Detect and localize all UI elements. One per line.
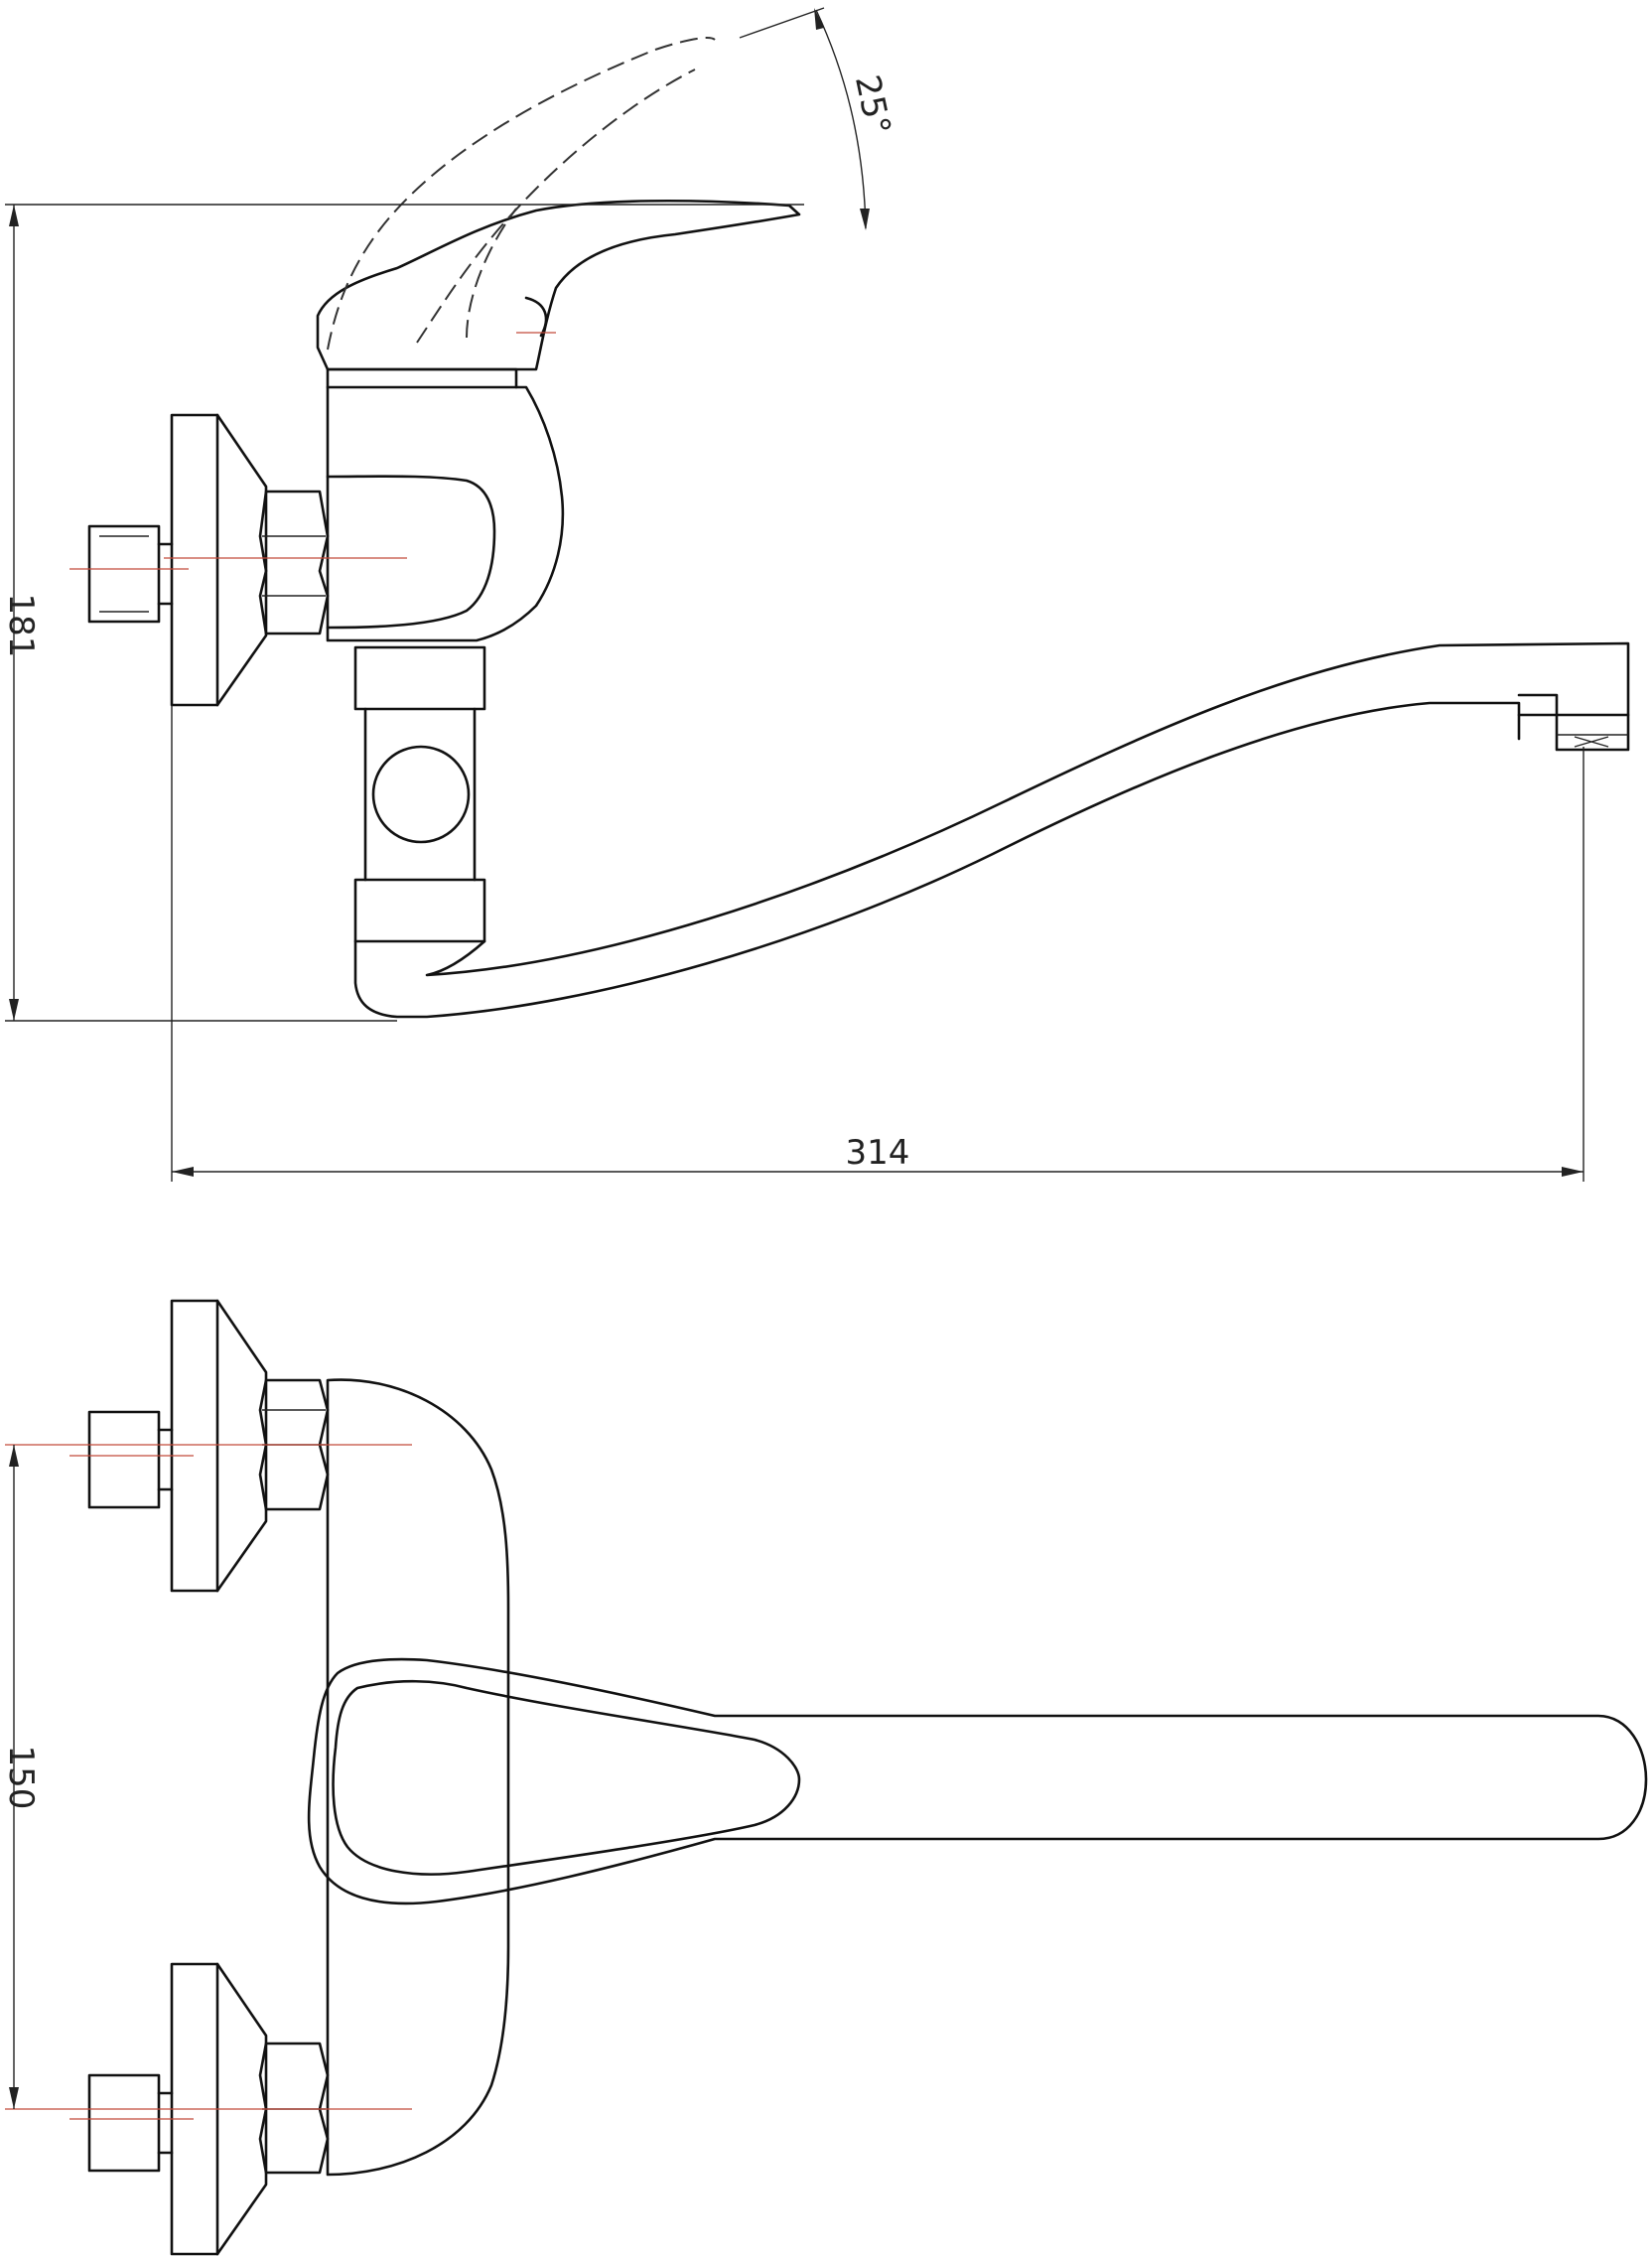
inlet-spacing-dimension: 150 <box>1 1445 41 2109</box>
hex-nut-top <box>258 490 330 635</box>
wall-flange-upper <box>170 1299 268 1593</box>
height-label: 181 <box>1 594 41 658</box>
inlet-connector-lower <box>87 2073 174 2173</box>
length-dimension: 314 <box>171 705 1584 1182</box>
hex-nut-lower <box>258 2042 330 2175</box>
height-dimension: 181 <box>1 204 804 1022</box>
length-label: 314 <box>846 1133 910 1173</box>
wall-flange-top <box>170 413 268 707</box>
inlet-connector-top <box>87 524 174 624</box>
lever-handle-top <box>316 37 801 389</box>
mixer-body-front <box>326 1378 510 2177</box>
inlet-spacing-label: 150 <box>1 1746 41 1810</box>
side-elevation-view <box>69 37 1630 1019</box>
mixer-body-top <box>326 385 565 642</box>
swivel-spout-top <box>353 641 1630 1019</box>
connector-column-top <box>353 645 486 943</box>
centerlines-top <box>69 557 407 570</box>
inlet-connector-upper <box>87 1410 174 1509</box>
centerlines-front <box>5 1444 412 2120</box>
front-elevation-view <box>5 1299 1648 2256</box>
lever-handle-front <box>307 1657 1648 1905</box>
angle-dimension: 25° <box>739 7 898 230</box>
